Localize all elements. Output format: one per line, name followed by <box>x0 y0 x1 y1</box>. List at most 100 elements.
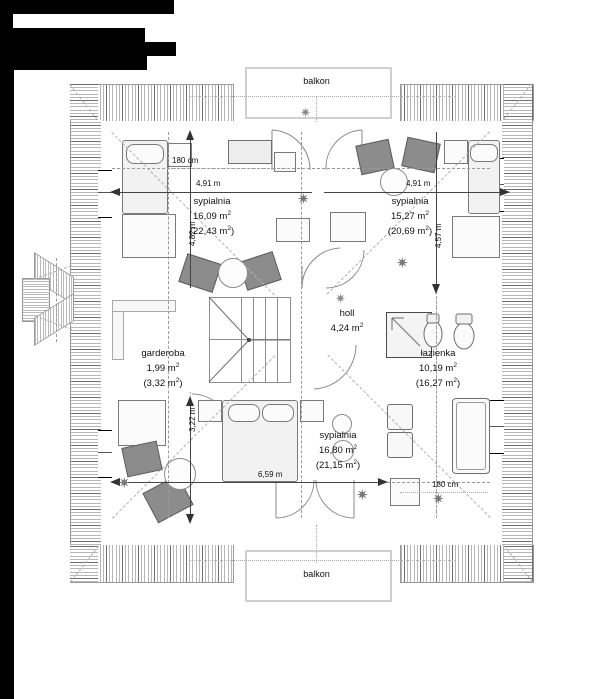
exterior-wall-top-pier <box>0 14 13 28</box>
washbasin-upper <box>387 404 413 430</box>
exterior-wall-right <box>0 484 14 699</box>
room-area-total-sypialnia-s: (21,15 m2) <box>315 459 361 472</box>
room-name-lazienka: łazienka <box>420 348 456 359</box>
room-area-lazienka: 10,19 m2 <box>419 362 457 375</box>
pillow-ne <box>470 144 498 162</box>
dimline-south-width <box>112 482 382 483</box>
dimline-garderoba-height <box>190 400 191 518</box>
balcony-top-dashline <box>190 96 455 97</box>
wardrobe-nw <box>122 214 176 258</box>
plant-symbol-7: ✷ <box>335 291 346 306</box>
room-label-lazienka: łazienka 10,19 m2 (16,27 m2) <box>388 348 488 390</box>
washbasin-lower <box>387 432 413 458</box>
table-ne <box>380 168 408 196</box>
window-right-lower <box>490 400 504 454</box>
pillow-nw <box>126 144 164 164</box>
roof-slope-line-left <box>168 132 169 518</box>
nightstand-south-right <box>300 400 324 422</box>
bathtub-inner <box>456 402 486 470</box>
room-name-sypialnia-nw: sypialnia <box>193 196 231 207</box>
dimline-nw-height <box>190 132 191 288</box>
dresser-south <box>118 400 166 446</box>
door-holl-sypialnia-nw[interactable] <box>300 246 342 290</box>
plant-symbol-5: ✷ <box>356 487 369 504</box>
window-right-lower-mullion <box>490 426 504 427</box>
roof-hatch-bottom-right-corner <box>504 545 532 582</box>
balcony-top-label: balkon <box>303 76 330 86</box>
dim-arrow-nw-left <box>110 188 120 196</box>
bay-center-line <box>56 258 57 342</box>
room-name-garderoba: garderoba <box>141 348 185 359</box>
stair-direction-arrow <box>208 296 290 383</box>
dim-label-nw-width: 4,91 m <box>196 179 221 188</box>
window-left-lower-mullion <box>98 452 112 453</box>
nightstand-nw-2 <box>274 152 296 172</box>
room-area-garderoba: 1,99 m2 <box>146 362 180 375</box>
room-label-sypialnia-nw: sypialnia 16,09 m2 (22,43 m2) <box>152 196 272 238</box>
roof-hatch-top-right-corner <box>504 84 532 120</box>
centerline-bath <box>436 300 437 518</box>
dim-label-garderoba-height: 3,22 m <box>188 407 197 432</box>
window-left-upper-mullion <box>98 192 112 193</box>
staircase <box>208 296 291 383</box>
room-area-sypialnia-nw: 16,09 m2 <box>193 210 231 223</box>
balcony-bottom <box>245 550 392 602</box>
dim-arrow-garderoba-top <box>186 396 194 406</box>
table-south-small-2 <box>332 414 352 434</box>
exterior-wall-top-left <box>0 0 174 14</box>
plant-symbol-6: ✷ <box>432 491 445 508</box>
armchair-nw-left <box>178 253 222 293</box>
dimline-window-bath <box>400 492 488 493</box>
dim-arrow-nw-top <box>186 130 194 140</box>
exterior-wall-bottom-right <box>0 56 147 70</box>
nightstand-south-left <box>198 400 222 422</box>
desk-nw <box>228 140 272 164</box>
plant-symbol-3: ✷ <box>300 105 311 120</box>
balcony-bottom-centerline <box>316 525 317 563</box>
room-name-sypialnia-s: sypialnia <box>319 430 357 441</box>
room-name-holl: holl <box>339 308 355 319</box>
shower-drain-icon <box>391 317 421 347</box>
balcony-bottom-dashline <box>190 560 455 561</box>
room-label-sypialnia-s: sypialnia 16,80 m2 (21,15 m2) <box>286 430 390 472</box>
bay-window-roof <box>22 252 74 346</box>
room-area-sypialnia-s: 16,80 m2 <box>319 444 357 457</box>
dim-label-south-width: 6,59 m <box>258 470 283 479</box>
dim-arrow-south-left <box>110 478 120 486</box>
pillow-south-right <box>262 404 294 422</box>
balcony-top <box>245 67 392 119</box>
room-area-total-sypialnia-ne: (20,69 m2) <box>387 225 433 238</box>
door-balcony-top-left[interactable] <box>271 128 314 172</box>
table-nw <box>218 258 248 288</box>
room-area-total-sypialnia-nw: (22,43 m2) <box>189 225 235 238</box>
door-holl-sypialnia-s[interactable] <box>312 344 358 391</box>
bidet-icon <box>423 313 443 348</box>
plant-symbol-2: ✷ <box>396 255 409 272</box>
roof-hatch-bottom-left-corner <box>70 545 98 582</box>
plant-symbol-1: ✷ <box>297 191 310 208</box>
desk-ne <box>330 212 366 242</box>
dim-arrow-south-right <box>378 478 388 486</box>
door-balcony-bottom-left[interactable] <box>275 478 316 520</box>
dim-label-ne-width: 4,91 m <box>406 179 431 188</box>
room-label-garderoba: garderoba 1,99 m2 (3,32 m2) <box>120 348 206 390</box>
centerline-vertical <box>301 132 302 518</box>
roof-hatch-right <box>502 120 533 545</box>
room-area-sypialnia-ne: 15,27 m2 <box>391 210 429 223</box>
dim-arrow-ne-right <box>500 188 510 196</box>
door-holl-sypialnia-ne[interactable] <box>325 249 366 290</box>
dim-label-window-bath: 180 cm <box>432 480 459 489</box>
roof-hatch-left <box>70 120 101 545</box>
window-left-lower <box>98 430 112 478</box>
exterior-wall-top-right <box>0 28 145 42</box>
room-area-total-garderoba: (3,32 m2) <box>143 377 183 390</box>
dimline-ne-width <box>324 192 504 193</box>
room-name-sypialnia-ne: sypialnia <box>391 196 429 207</box>
dim-arrow-garderoba-bottom <box>186 514 194 524</box>
shelf-nw <box>276 218 310 242</box>
door-balcony-bottom-right[interactable] <box>315 478 356 520</box>
exterior-wall-bottom-left <box>0 42 176 56</box>
toilet-icon <box>453 313 475 350</box>
plant-symbol-4: ✷ <box>118 475 131 492</box>
